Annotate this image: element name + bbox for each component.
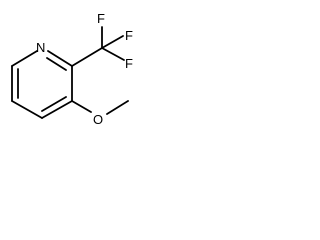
bond-c4-c3-inner — [41, 96, 67, 112]
fluorine-label-top: F — [97, 11, 105, 26]
fluorine-label-lower-right: F — [125, 56, 133, 71]
bond-c2-n-inner — [46, 57, 67, 71]
structure-diagram: N F F F O — [0, 0, 150, 138]
nitrogen-label: N — [36, 40, 45, 55]
bond-c2-cf3 — [71, 47, 103, 67]
bond-c-f-upper-right — [101, 35, 124, 49]
bond-c4-c3 — [41, 100, 73, 119]
bond-n-c6 — [11, 50, 38, 67]
oxygen-label: O — [93, 112, 103, 127]
bond-c5-c4 — [11, 100, 43, 119]
molecule-drawing: N F F F O — [11, 11, 133, 127]
bond-c2-n — [47, 50, 73, 67]
fluorine-label-upper-right: F — [125, 28, 133, 43]
bond-c3-o — [71, 100, 92, 113]
bond-o-ch3 — [106, 100, 129, 115]
bond-c-f-lower-right — [101, 47, 125, 61]
